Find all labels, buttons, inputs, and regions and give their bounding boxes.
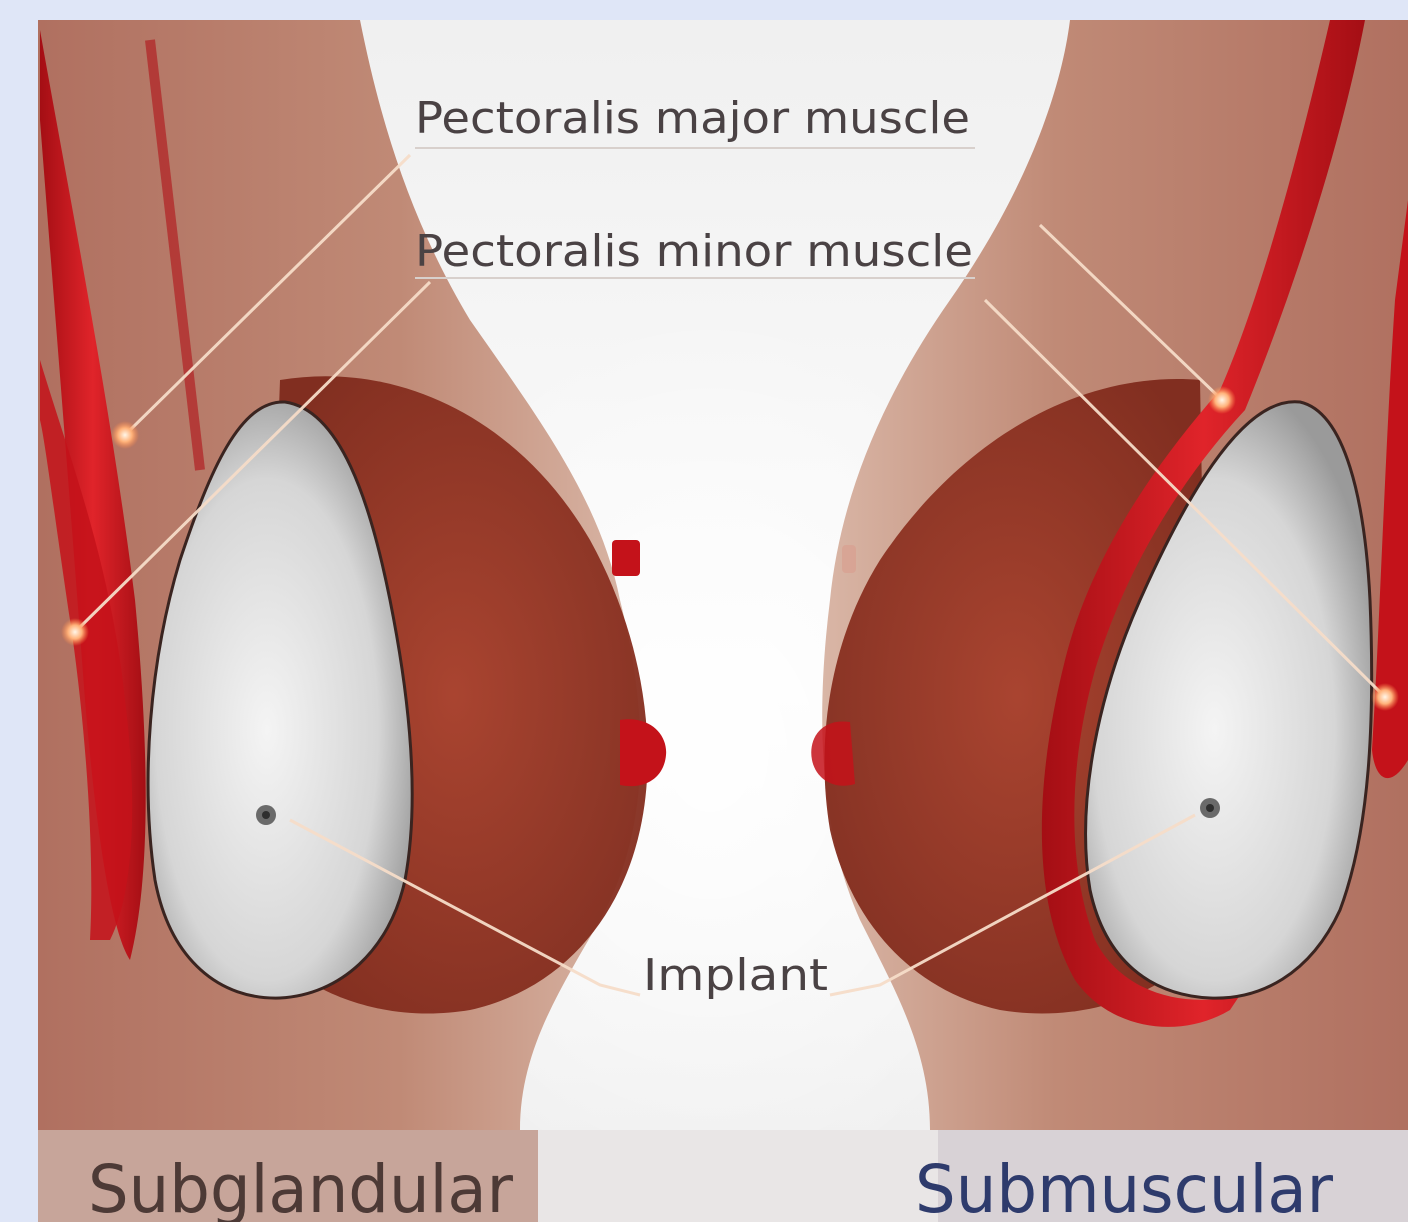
caption-bar-center <box>538 1130 938 1222</box>
caption-subglandular: Subglandular <box>88 1151 514 1222</box>
caption-submuscular: Submuscular <box>915 1151 1334 1222</box>
label-pectoralis-minor: Pectoralis minor muscle <box>415 226 973 277</box>
label-pectoralis-major: Pectoralis major muscle <box>415 93 970 144</box>
label-implant: Implant <box>643 950 828 1001</box>
left-upper-mark <box>612 540 640 576</box>
